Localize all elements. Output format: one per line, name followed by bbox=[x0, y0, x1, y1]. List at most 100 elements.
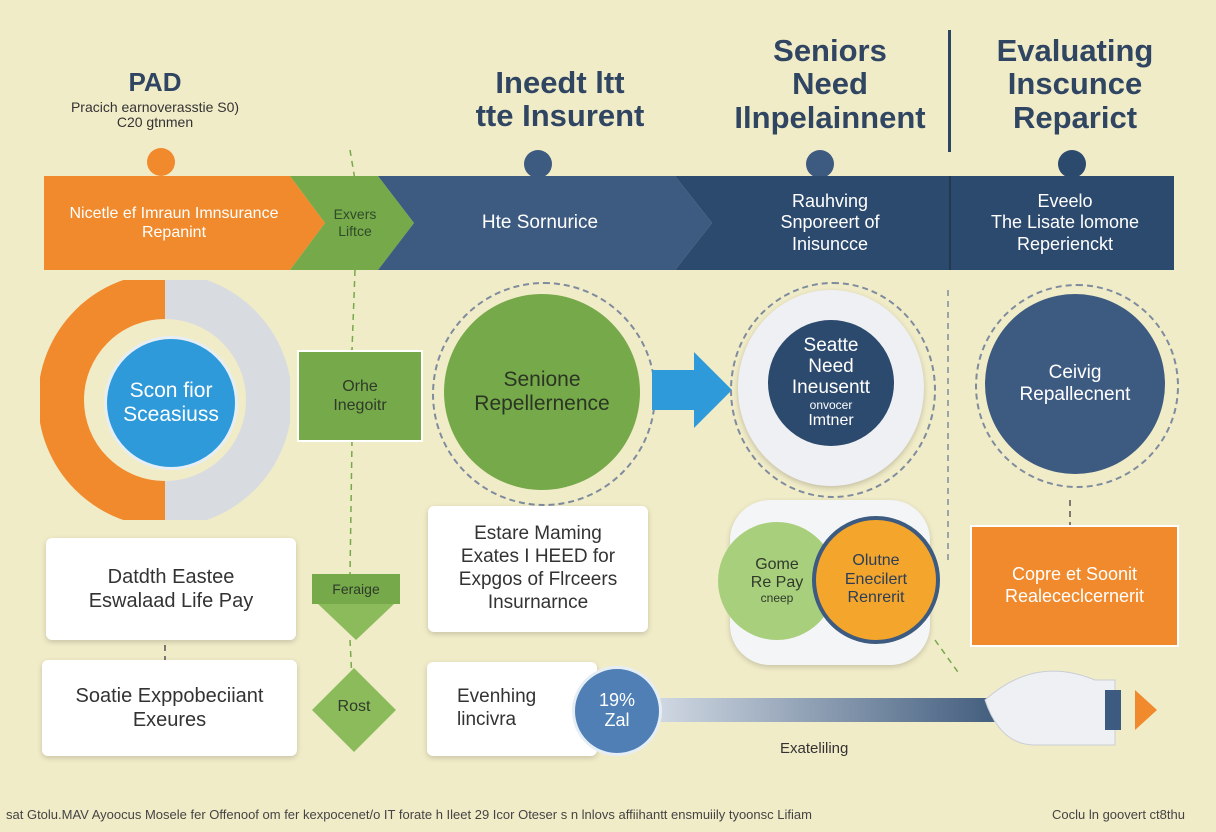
venn-left-line3: cneep bbox=[760, 591, 794, 606]
ring-orange bbox=[40, 280, 290, 520]
circle-3-line4: onvocer bbox=[809, 397, 853, 412]
circle-4: Ceivig Repallecnent bbox=[985, 294, 1165, 474]
banner-seg4-shape bbox=[675, 176, 1174, 270]
banner-seg4-line2: Snporeert of bbox=[780, 212, 880, 233]
header-divider bbox=[948, 30, 951, 152]
header-col2: Ineedt ltt tte Insurent bbox=[430, 66, 690, 133]
banner-seg2-line2: Liftce bbox=[338, 223, 372, 239]
banner-seg5-line2: The Lisate lomone bbox=[990, 212, 1140, 233]
header-col1-title: PAD bbox=[128, 67, 182, 97]
orange-box-line2: Realececlcernerit bbox=[1004, 586, 1145, 606]
tag-2-shape bbox=[312, 668, 396, 752]
percent-badge-label: Zal bbox=[604, 710, 630, 730]
arrow-caption: Exateliling bbox=[780, 740, 849, 757]
banner-seg5-label: Eveelo The Lisate lomone Reperienckt bbox=[955, 176, 1175, 270]
header-col3: Seniors Need Ilnpelainnent bbox=[715, 33, 945, 135]
percent-badge: 19% Zal bbox=[572, 666, 662, 756]
circle-4-ring bbox=[975, 284, 1179, 488]
connector-dot-navy-1 bbox=[524, 150, 552, 178]
circle-3-line5: Imtner bbox=[808, 412, 854, 430]
header-col1-sub2: C20 gtnmen bbox=[116, 114, 194, 131]
connector-dot-navy-3 bbox=[1058, 150, 1086, 178]
green-box-line1: Orhe bbox=[342, 377, 378, 395]
banner-seg1-shape bbox=[44, 176, 325, 270]
connector-dot-orange bbox=[147, 148, 175, 176]
card-1-line1: Datdth Eastee bbox=[107, 566, 235, 588]
circle-1-line1: Scon fior bbox=[129, 379, 213, 402]
circle-3-line2: Need bbox=[808, 356, 854, 378]
banner-seg4-line3: Inisuncce bbox=[791, 233, 869, 254]
circle-3-ring bbox=[730, 282, 936, 498]
tag-2-label: Rost bbox=[337, 698, 371, 716]
banner-seg1-line2: Repanint bbox=[141, 224, 207, 241]
header-col3-line1: Seniors bbox=[773, 33, 887, 68]
venn-right-line3: Renrerit bbox=[847, 589, 905, 607]
footer-left: sat Gtolu.MAV Ayoocus Mosele fer Offenoo… bbox=[6, 807, 812, 822]
progress-arrow bbox=[600, 686, 1050, 734]
banner-seg3-label: Hte Sornurice bbox=[420, 176, 660, 270]
card-3-line2: Exeures bbox=[132, 709, 207, 731]
banner-seg2-line1: Exvers bbox=[333, 206, 377, 223]
banner-seg2-shape bbox=[290, 176, 414, 270]
percent-badge-value: 19% bbox=[598, 690, 636, 711]
card-3-line1: Soatie Exppobeciiant bbox=[75, 685, 264, 707]
circle-1: Scon fior Sceasiuss bbox=[104, 336, 238, 470]
venn-right: Olutne Enecilert Renrerit bbox=[812, 516, 940, 644]
green-box: Orhe Inegoitr bbox=[297, 350, 423, 442]
circle-2-line1: Senione bbox=[503, 368, 581, 391]
card-3: Soatie Exppobeciiant Exeures bbox=[42, 660, 297, 756]
card-2-line2: Exates I HEED for bbox=[460, 546, 616, 568]
header-col4-line2: Inscunce bbox=[1007, 66, 1143, 102]
banner-seg3-line1: Hte Sornurice bbox=[481, 211, 599, 233]
header-col3-line3: Ilnpelainnent bbox=[734, 99, 926, 135]
card-1-line2: Eswalaad Life Pay bbox=[88, 590, 254, 612]
circle-3-line1: Seatte bbox=[803, 335, 859, 357]
circle-2-line2: Repellernence bbox=[474, 392, 610, 415]
header-col2-line2: tte Insurent bbox=[475, 98, 645, 134]
tag-1-shape bbox=[312, 574, 400, 640]
header-col2-line1: Ineedt ltt bbox=[495, 65, 625, 100]
banner-seg1-line1: Nicetle ef Imraun Imnsurance bbox=[69, 204, 279, 222]
header-col3-line2: Need bbox=[792, 66, 868, 102]
circle-3: Seatte Need Ineusentt onvocer Imtner bbox=[768, 320, 894, 446]
circle-4-line2: Repallecnent bbox=[1019, 384, 1131, 405]
footer-right: Coclu ln goovert ct8thu bbox=[1052, 807, 1185, 822]
tag-1-label: Feraige bbox=[332, 580, 380, 597]
card-4: Evenhing lincivra bbox=[427, 662, 597, 756]
card-4-line2: lincivra bbox=[457, 709, 517, 730]
header-col1: PAD Pracich earnoverasstie S0) C20 gtnme… bbox=[60, 68, 250, 130]
banner-seg5-line1: Eveelo bbox=[1037, 190, 1093, 211]
tag-2: Rost bbox=[312, 690, 396, 724]
orange-box: Copre et Soonit Realececlcernerit bbox=[970, 525, 1179, 647]
header-col1-sub1: Pracich earnoverasstie S0) bbox=[70, 99, 240, 116]
header-col4-line1: Evaluating bbox=[996, 33, 1154, 68]
venn-right-line2: Enecilert bbox=[844, 570, 908, 588]
connector-dot-navy-2 bbox=[806, 150, 834, 178]
banner-seg4-label: Rauhving Snporeert of Inisuncce bbox=[720, 176, 940, 270]
venn-left-line2: Re Pay bbox=[750, 574, 804, 592]
header-col4: Evaluating Inscunce Reparict bbox=[975, 33, 1175, 135]
tag-1: Feraige bbox=[312, 574, 400, 604]
orange-box-line1: Copre et Soonit bbox=[1011, 564, 1138, 585]
card-2: Estare Maming Exates I HEED for Expgos o… bbox=[428, 506, 648, 632]
venn-right-line1: Olutne bbox=[852, 552, 900, 570]
arrow-right-icon bbox=[652, 352, 732, 428]
header-col4-line3: Reparict bbox=[1012, 99, 1138, 135]
card-2-line1: Estare Maming bbox=[474, 523, 602, 545]
banner-seg1-label: Nicetle ef Imraun Imnsurance Repanint bbox=[44, 176, 304, 270]
card-2-line3: Expgos of Flrceers bbox=[458, 569, 618, 590]
card-1: Datdth Eastee Eswalaad Life Pay bbox=[46, 538, 296, 640]
venn-left-line1: Gome bbox=[755, 555, 799, 573]
circle-3-line3: Ineusentt bbox=[791, 377, 871, 399]
circle-1-line2: Sceasiuss bbox=[123, 403, 219, 426]
green-box-line2: Inegoitr bbox=[333, 397, 387, 414]
banner-seg2-label: Exvers Liftce bbox=[310, 176, 400, 270]
banner-seg5-line3: Reperienckt bbox=[1016, 233, 1114, 254]
end-cap-shape bbox=[984, 670, 1157, 746]
banner-seg4-line1: Rauhving bbox=[791, 190, 869, 211]
banner-seg3-shape bbox=[378, 176, 712, 270]
circle-2: Senione Repellernence bbox=[444, 294, 640, 490]
card-4-line1: Evenhing bbox=[457, 686, 537, 708]
